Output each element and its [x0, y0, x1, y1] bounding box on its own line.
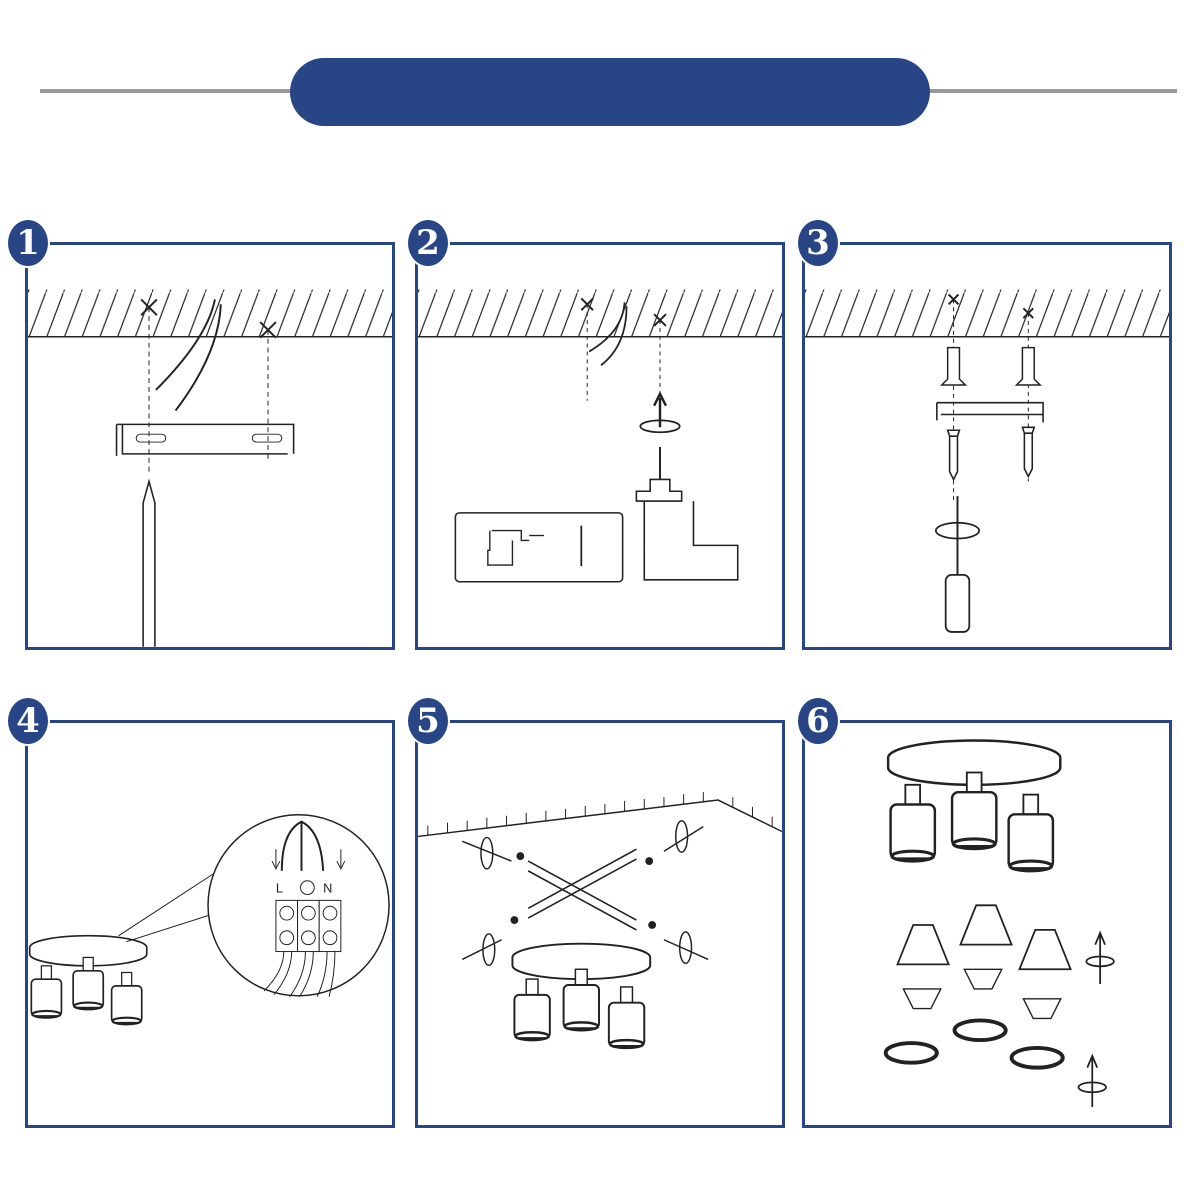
mounting-bracket [936, 401, 1044, 423]
terminal-block [279, 905, 338, 946]
step-badge-1: 1 [8, 220, 48, 266]
screw-icon [946, 426, 1036, 482]
wall-plug-icon [939, 346, 1042, 386]
step-badge-5: 5 [408, 698, 448, 744]
step-badge-4: 4 [8, 698, 48, 744]
rotate-arrow-icon [1077, 930, 1115, 1107]
drill-icon [643, 501, 739, 581]
cross-bracket [527, 848, 637, 931]
live-label: L [276, 881, 283, 896]
step-badge-3: 3 [798, 220, 838, 266]
step-6-illustration [883, 723, 1115, 1107]
lamp-holder-icon [902, 968, 1062, 1020]
ceiling [805, 289, 1169, 337]
rotate-arrow-icon [461, 819, 709, 967]
header-banner [290, 58, 930, 126]
neutral-label: N [323, 881, 332, 896]
detail-inset [454, 512, 624, 583]
pencil-icon [142, 478, 156, 647]
step-1-illustration [28, 289, 392, 647]
step-5-illustration [418, 792, 782, 1125]
step-2-panel [415, 242, 785, 650]
step-1-panel [25, 242, 395, 650]
rotate-icon [639, 419, 681, 434]
retaining-ring-icon [883, 1018, 1065, 1070]
step-4-panel: L N [25, 720, 395, 1128]
screw-icon [510, 852, 657, 929]
step-2-illustration [418, 289, 782, 583]
screwdriver-icon [944, 573, 971, 633]
arrow-up-icon [653, 391, 668, 428]
step-4-illustration: L N [28, 814, 390, 1125]
earth-icon [300, 880, 315, 895]
step-badge-6: 6 [798, 698, 838, 744]
mounting-bracket [115, 423, 295, 456]
step-5-panel [415, 720, 785, 1128]
rotate-icon [934, 521, 981, 540]
ceiling [418, 289, 782, 337]
step-badge-2: 2 [408, 220, 448, 266]
step-6-panel [802, 720, 1172, 1128]
gu10-bulb-icon [896, 904, 1072, 971]
ceiling-edge [418, 799, 782, 838]
cable [155, 299, 222, 412]
step-3-illustration [805, 289, 1169, 633]
step-3-panel [802, 242, 1172, 650]
